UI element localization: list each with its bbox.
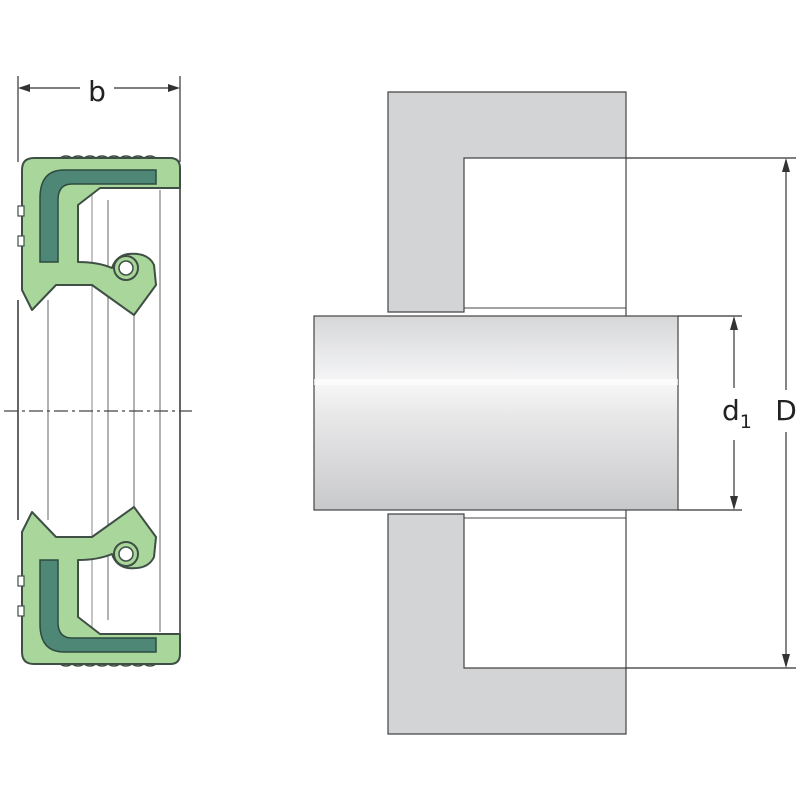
shaft (313, 315, 679, 511)
dimension-d1: d1 (678, 315, 752, 511)
dimension-D: D (626, 157, 797, 669)
housing-top (387, 91, 627, 313)
dimension-b: b (17, 75, 181, 162)
housing (387, 91, 627, 735)
dimension-b-label: b (88, 75, 106, 108)
dimension-d1-label: d1 (722, 394, 752, 433)
housing-bottom (387, 513, 627, 735)
seal-cross-section (4, 155, 192, 667)
dimension-D-label: D (775, 394, 797, 427)
